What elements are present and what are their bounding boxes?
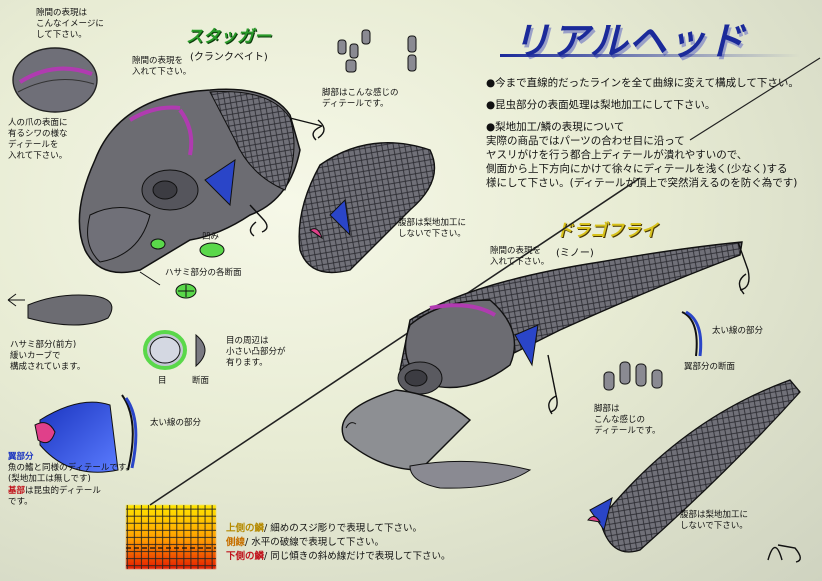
note-eye-area: 目の周辺は 小さい凸部分が 有ります。 bbox=[226, 336, 286, 368]
legend-lower-scales: 下側の鱗/ 同じ傾きの斜め線だけで表現して下さい。 bbox=[226, 551, 451, 562]
legend-lateral-line: 側線/ 水平の破線で表現して下さい。 bbox=[226, 537, 384, 548]
note-thick-line-2: 太い線の部分 bbox=[712, 326, 764, 336]
instruction-2: ●昆虫部分の表面処理は梨地加工にして下さい。 bbox=[486, 99, 716, 111]
instruction-3: ●梨地加工/鱗の表現について 実際の商品ではパーツの合わせ目に沿って ヤスリがけ… bbox=[486, 121, 798, 189]
legend-scale-pattern bbox=[126, 505, 216, 569]
note-wing-body: 魚の鰭と同様のディテールです。 (梨地加工は無しです) bbox=[8, 463, 135, 484]
note-thick-line-1: 太い線の部分 bbox=[150, 418, 202, 428]
label-wing: 翼部分 bbox=[8, 452, 34, 462]
claw-section-1 bbox=[199, 242, 225, 258]
signature-mark bbox=[767, 544, 801, 563]
claw-front-drawing bbox=[7, 293, 113, 326]
note-gap-insert: 隙間の表現を 入れて下さい。 bbox=[132, 56, 192, 77]
stagger-wing-drawing bbox=[34, 394, 138, 473]
stagger-belly-drawing bbox=[298, 142, 436, 274]
note-nail: 人の爪の表面に 有るシワの様な ディテールを 入れて下さい。 bbox=[8, 118, 68, 161]
note-belly-stagger: 腹部は梨地加工に しないで下さい。 bbox=[398, 218, 467, 239]
legend-upper-text: 細めのスジ彫りで表現して下さい。 bbox=[270, 523, 422, 534]
label-eye: 目 bbox=[158, 376, 167, 386]
note-gap-image: 隙間の表現は こんなイメージに して下さい。 bbox=[36, 8, 104, 40]
note-dent: 凹み bbox=[202, 232, 220, 242]
stagger-name: スタッガー bbox=[186, 27, 271, 47]
note-gap-insert-2: 隙間の表現を 入れて下さい。 bbox=[490, 246, 550, 267]
dragonfly-type: (ミノー) bbox=[556, 248, 594, 259]
legend-lower-label: 下側の鱗 bbox=[226, 551, 265, 562]
stagger-legs-drawing bbox=[337, 29, 417, 73]
section-divider bbox=[149, 177, 641, 506]
title-underline bbox=[500, 54, 800, 57]
label-section: 断面 bbox=[192, 376, 210, 386]
note-wing-base-rest: は昆虫的ディテール です。 bbox=[8, 486, 101, 507]
instruction-1: ●今まで直線的だったラインを全て曲線に変えて構成して下さい。 bbox=[486, 77, 799, 89]
dragonfly-lure-drawing bbox=[341, 241, 750, 471]
dragonfly-name: ドラゴフライ bbox=[556, 221, 658, 241]
dragon-wing-section bbox=[681, 311, 698, 357]
dragon-belly-drawing bbox=[587, 379, 801, 553]
legend-lateral-text: 水平の破線で表現して下さい。 bbox=[251, 537, 384, 548]
note-legs-dragon: 脚部は こんな感じの ディテールです。 bbox=[594, 404, 661, 436]
note-claw-front: ハサミ部分(前方) 緩いカーブで 構成されています。 bbox=[10, 340, 86, 372]
legend-lower-text: 同じ傾きの斜め線だけで表現して下さい。 bbox=[270, 551, 451, 562]
note-wing-section: 翼部分の断面 bbox=[684, 362, 736, 372]
dragon-tail-detail bbox=[409, 460, 532, 489]
legend-upper-label: 上側の鱗 bbox=[226, 523, 265, 534]
legend-lateral-label: 側線 bbox=[226, 537, 246, 548]
eye-drawing bbox=[143, 330, 206, 370]
note-belly-dragon: 腹部は梨地加工に しないで下さい。 bbox=[680, 510, 749, 531]
dragon-legs-drawing bbox=[603, 361, 663, 391]
section-divider-2 bbox=[689, 57, 821, 141]
legend-upper-scales: 上側の鱗/ 細めのスジ彫りで表現して下さい。 bbox=[226, 523, 422, 534]
instruction-list: ●今まで直線的だったラインを全て曲線に変えて構成して下さい。 ●昆虫部分の表面処… bbox=[486, 76, 816, 198]
stagger-lure-drawing bbox=[78, 88, 325, 274]
note-wing-base: 基部は昆虫的ディテール です。 bbox=[8, 486, 101, 508]
stagger-type: (クランクベイト) bbox=[190, 52, 268, 63]
label-wing-base: 基部 bbox=[8, 486, 26, 496]
note-legs-stagger: 脚部はこんな感じの ディテールです。 bbox=[322, 88, 399, 109]
note-claw-sections: ハサミ部分の各断面 bbox=[165, 268, 242, 278]
